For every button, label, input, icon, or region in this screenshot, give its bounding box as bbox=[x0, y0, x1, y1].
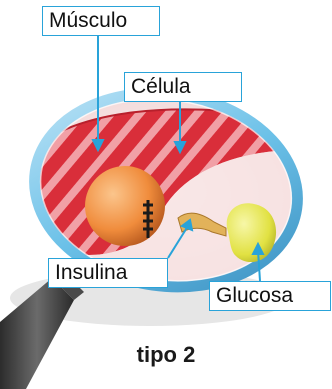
glucose-molecule bbox=[227, 203, 276, 262]
label-glucosa: Glucosa bbox=[209, 281, 331, 311]
label-celula: Célula bbox=[124, 72, 242, 102]
diagram-caption: tipo 2 bbox=[0, 342, 332, 368]
label-musculo: Músculo bbox=[42, 6, 160, 36]
label-insulina: Insulina bbox=[48, 258, 168, 288]
